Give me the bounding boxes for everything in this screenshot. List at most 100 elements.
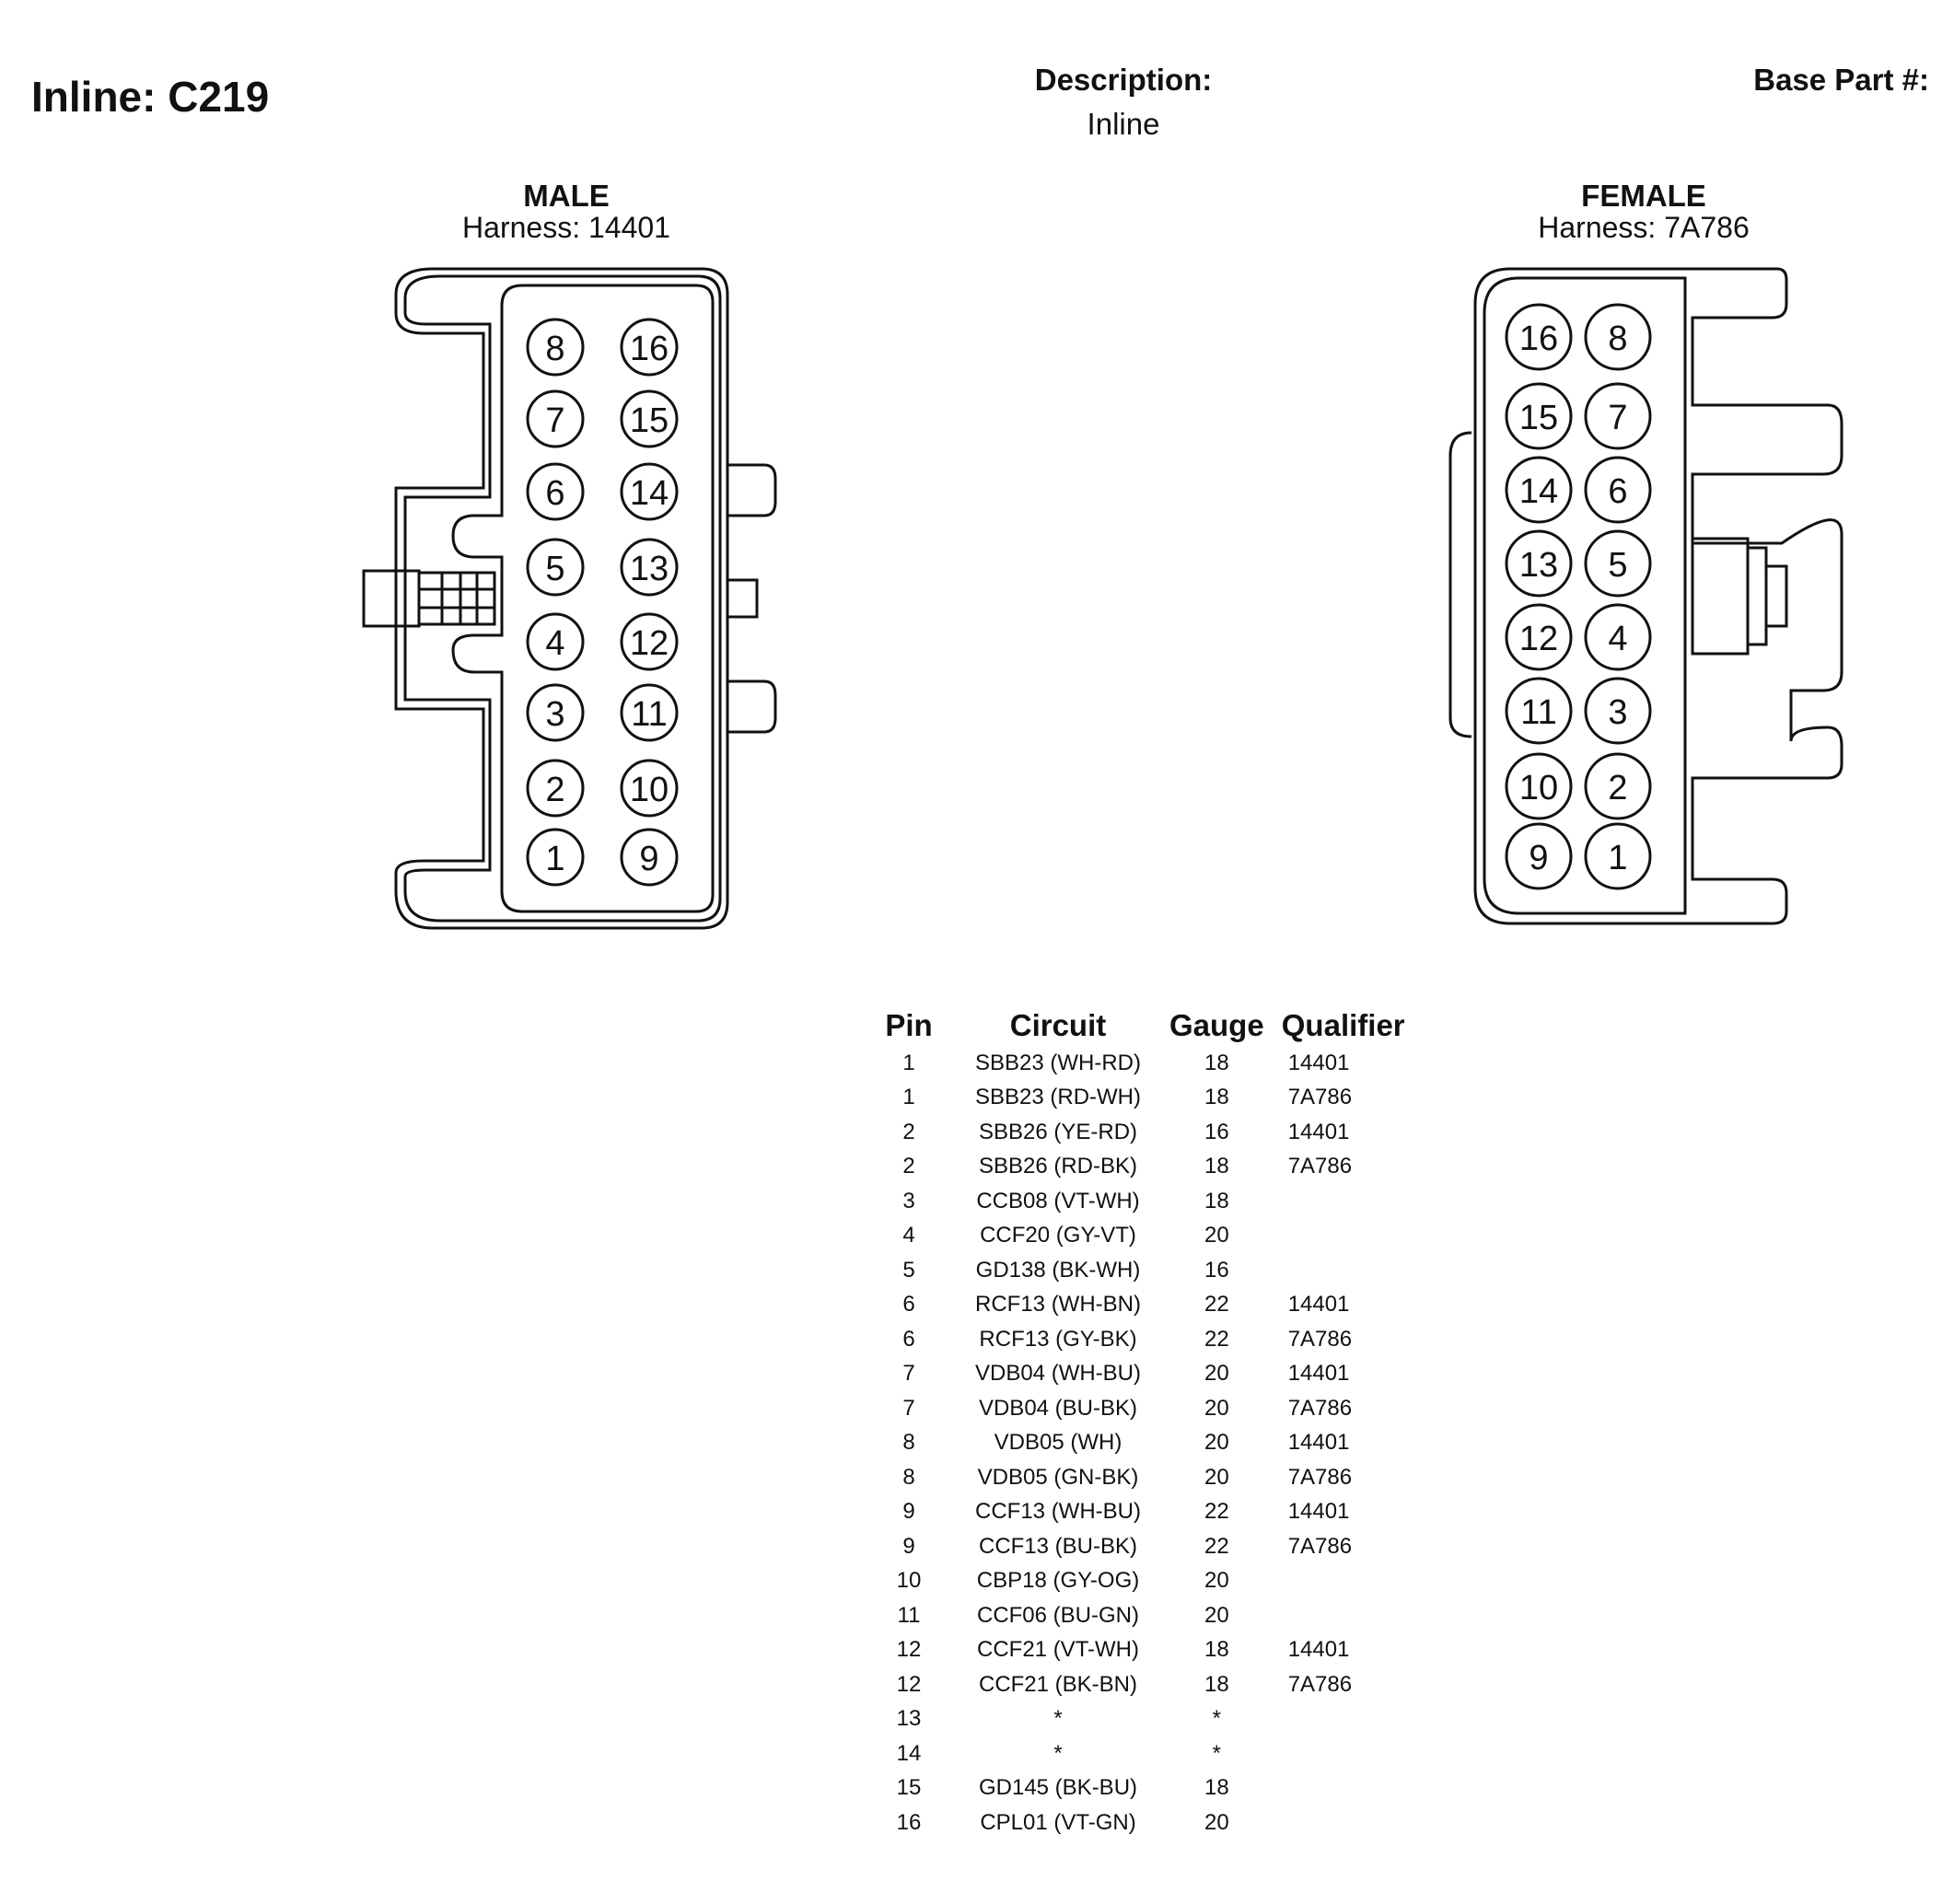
female-pin-circle (1505, 603, 1573, 671)
female-pin-number: 16 (1519, 319, 1558, 358)
female-pin: 7 (1584, 382, 1652, 450)
cell-circuit: SBB26 (RD-BK) (978, 1154, 1138, 1179)
cell-gauge: * (1212, 1706, 1222, 1732)
cell-gauge: 22 (1204, 1326, 1229, 1352)
female-pin-number: 12 (1519, 620, 1558, 658)
cell-pin: 9 (902, 1533, 915, 1559)
cell-circuit: CCF06 (BU-GN) (976, 1602, 1139, 1628)
cell-qualifier (1270, 1805, 1417, 1840)
female-pin-number: 10 (1519, 769, 1558, 807)
cell-qualifier: 14401 (1287, 1361, 1350, 1387)
cell-pin: 1 (902, 1050, 915, 1075)
male-pin-number: 5 (545, 550, 564, 588)
male-pin-number: 12 (630, 624, 669, 663)
male-pin: 6 (526, 462, 585, 521)
male-pin-circle (526, 759, 585, 818)
female-pin-circle (1505, 677, 1573, 745)
female-pin: 10 (1505, 752, 1573, 820)
female-pin-number: 3 (1608, 693, 1627, 732)
male-pin-number: 16 (630, 330, 669, 368)
header-qualifier: Qualifier (1281, 1008, 1405, 1042)
cell-gauge: 18 (1204, 1154, 1229, 1179)
female-pin-number: 7 (1608, 399, 1627, 437)
male-pin: 7 (526, 389, 585, 448)
cell-qualifier: 7A786 (1287, 1326, 1353, 1352)
cell-gauge: 20 (1204, 1430, 1229, 1456)
description-label: Description: (1034, 63, 1213, 97)
cell-gauge: * (1212, 1740, 1222, 1766)
female-pin-circle (1505, 303, 1573, 371)
cell-qualifier (1270, 1702, 1417, 1737)
male-pin: 16 (620, 318, 679, 377)
cell-pin: 6 (902, 1292, 915, 1318)
female-pin-number: 13 (1519, 546, 1558, 585)
male-pin: 10 (620, 759, 679, 818)
male-pin-circle (526, 318, 585, 377)
male-pin-circle (620, 828, 679, 887)
cell-gauge: 20 (1204, 1395, 1229, 1421)
cell-gauge: 18 (1204, 1775, 1229, 1801)
female-pin: 6 (1584, 456, 1652, 524)
cell-gauge: 18 (1204, 1085, 1229, 1110)
table-row: 14** (866, 1736, 1417, 1771)
cell-qualifier: 14401 (1287, 1050, 1350, 1075)
cell-gauge: 18 (1204, 1671, 1229, 1697)
male-pin-number: 3 (545, 695, 564, 734)
cell-pin: 8 (902, 1430, 915, 1456)
female-pin: 14 (1505, 456, 1573, 524)
cell-qualifier: 7A786 (1287, 1395, 1353, 1421)
cell-gauge: 20 (1204, 1602, 1229, 1628)
male-pin-circle (526, 683, 585, 742)
cell-circuit: CCB08 (VT-WH) (976, 1188, 1140, 1213)
cell-pin: 12 (896, 1637, 922, 1663)
cell-circuit: CPL01 (VT-GN) (980, 1809, 1136, 1835)
cell-circuit: VDB05 (WH) (994, 1430, 1122, 1456)
table-row: 13** (866, 1702, 1417, 1737)
cell-pin: 5 (902, 1257, 915, 1283)
male-pin-number: 8 (545, 330, 564, 368)
male-pin-number: 10 (630, 771, 669, 809)
female-pin: 16 (1505, 303, 1573, 371)
female-pin: 13 (1505, 529, 1573, 598)
female-pin: 11 (1505, 677, 1573, 745)
female-pin: 9 (1505, 822, 1573, 890)
female-pin-circle (1584, 822, 1652, 890)
male-pin: 4 (526, 612, 585, 671)
female-pin-circle (1584, 603, 1652, 671)
cell-circuit: CCF21 (VT-WH) (977, 1637, 1139, 1663)
female-pin: 1 (1584, 822, 1652, 890)
cell-pin: 7 (902, 1361, 915, 1387)
cell-qualifier (1270, 1219, 1417, 1254)
cell-qualifier: 7A786 (1287, 1464, 1353, 1490)
cell-qualifier: 14401 (1287, 1119, 1350, 1144)
cell-circuit: RCF13 (WH-BN) (975, 1292, 1141, 1318)
cell-gauge: 18 (1204, 1188, 1229, 1213)
male-pin: 13 (620, 538, 679, 597)
cell-pin: 11 (897, 1602, 921, 1628)
cell-gauge: 22 (1204, 1499, 1229, 1525)
cell-pin: 12 (896, 1671, 922, 1697)
cell-pin: 7 (902, 1395, 915, 1421)
cell-qualifier: 14401 (1287, 1292, 1350, 1318)
cell-circuit: VDB05 (GN-BK) (977, 1464, 1139, 1490)
cell-gauge: 18 (1204, 1637, 1229, 1663)
header-circuit: Circuit (1009, 1008, 1107, 1042)
cell-pin: 4 (902, 1223, 915, 1248)
female-pin-circle (1584, 677, 1652, 745)
male-connector-outline (362, 267, 777, 930)
cell-qualifier: 14401 (1287, 1499, 1350, 1525)
female-pin-circle (1505, 382, 1573, 450)
cell-gauge: 16 (1204, 1257, 1229, 1283)
male-pin: 3 (526, 683, 585, 742)
